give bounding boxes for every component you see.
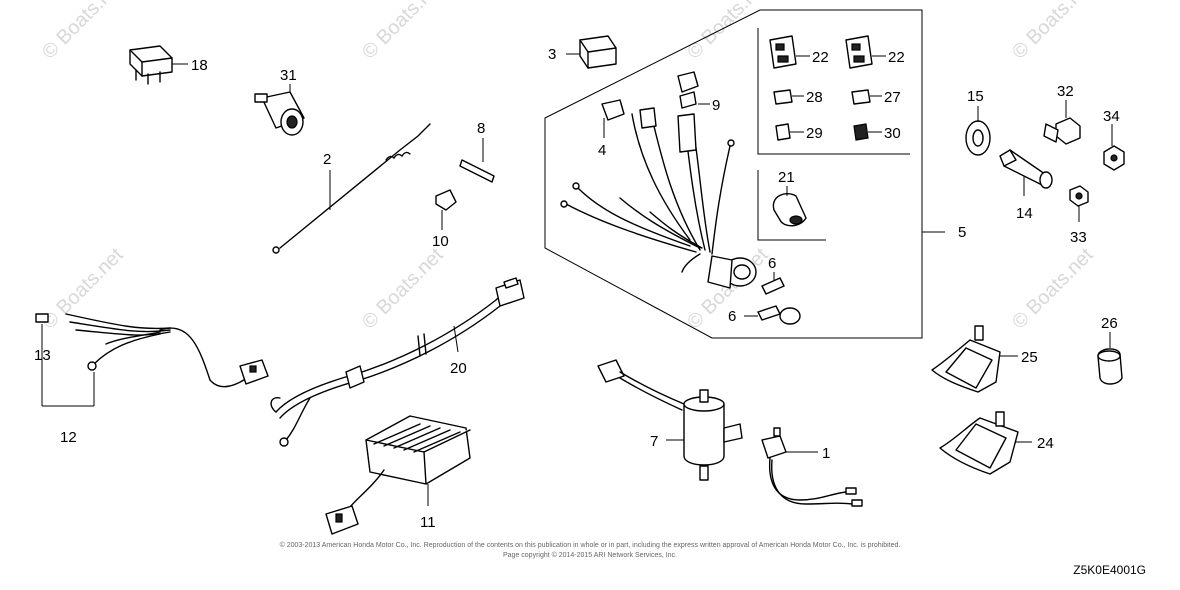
callout-9: 9 (712, 97, 720, 114)
part-11-regulator[interactable]: 11 (325, 415, 471, 535)
callout-22a: 22 (812, 49, 829, 66)
part-34-nut[interactable]: 34 (1103, 108, 1125, 171)
callout-32: 32 (1057, 83, 1074, 100)
part-2-cable[interactable]: 2 (272, 123, 431, 254)
callout-24: 24 (1037, 435, 1054, 452)
callout-25: 25 (1021, 349, 1038, 366)
callout-33: 33 (1070, 229, 1087, 246)
part-25-mount[interactable]: 25 (931, 325, 1038, 393)
callout-7: 7 (650, 433, 658, 450)
part-5-harness-assembly[interactable]: 5 4 9 6 (544, 9, 966, 339)
callout-13: 13 (34, 347, 51, 364)
callout-11: 11 (420, 514, 436, 531)
callout-29: 29 (806, 125, 823, 142)
part-14-oil-switch[interactable]: 14 (999, 149, 1053, 222)
part-18-relay[interactable]: 18 (129, 45, 208, 85)
callout-14: 14 (1016, 205, 1033, 222)
callout-5: 5 (958, 224, 966, 241)
callout-10: 10 (432, 233, 449, 250)
callout-20: 20 (450, 360, 467, 377)
watermark: © Boats.net (38, 0, 128, 64)
watermark: © Boats.net (358, 0, 448, 64)
callout-26: 26 (1101, 315, 1118, 332)
callout-4: 4 (598, 142, 606, 159)
part-24-mount[interactable]: 24 (939, 411, 1054, 475)
diagram-code: Z5K0E4001G (1073, 563, 1146, 577)
callout-8: 8 (477, 120, 485, 137)
part-3-relay[interactable]: 3 (548, 35, 617, 69)
part-33-nut[interactable]: 33 (1069, 185, 1089, 246)
callout-21: 21 (778, 169, 795, 186)
callout-3: 3 (548, 46, 556, 63)
part-15-washer[interactable]: 15 (965, 88, 991, 156)
callout-2: 2 (323, 151, 331, 168)
callout-15: 15 (967, 88, 984, 105)
watermark: © Boats.net (683, 0, 773, 64)
part-32-bolt[interactable]: 32 (1043, 83, 1081, 145)
part-12-harness[interactable]: 13 12 (34, 313, 269, 446)
part-8-pin[interactable]: 8 (459, 120, 495, 183)
copyright-notice: © 2003-2013 American Honda Motor Co., In… (279, 542, 901, 549)
part-10-clip[interactable]: 10 (432, 189, 457, 250)
callout-22b: 22 (888, 49, 905, 66)
part-7-pump[interactable]: 7 (597, 359, 743, 481)
callout-27: 27 (884, 89, 901, 106)
part-26-cap[interactable]: 26 (1097, 315, 1123, 385)
callout-6b: 6 (728, 308, 736, 325)
callout-1: 1 (822, 445, 830, 462)
callout-12: 12 (60, 429, 77, 446)
part-1-sensor[interactable]: 1 (761, 427, 863, 507)
watermark: © Boats.net (1008, 244, 1098, 334)
callout-6a: 6 (768, 255, 776, 272)
part-20-harness[interactable]: 20 (270, 277, 525, 447)
copyright-page: Page copyright © 2014-2015 ARI Network S… (502, 552, 678, 559)
callout-34: 34 (1103, 108, 1120, 125)
callout-31: 31 (280, 67, 297, 84)
part-31-solenoid[interactable]: 31 (254, 67, 305, 136)
watermark: © Boats.net (1008, 0, 1098, 64)
callout-30: 30 (884, 125, 901, 142)
callout-18: 18 (191, 57, 208, 74)
watermark: © Boats.net (38, 244, 128, 334)
watermarks: © Boats.net © Boats.net © Boats.net © Bo… (38, 0, 1098, 334)
watermark: © Boats.net (358, 244, 448, 334)
callout-28: 28 (806, 89, 823, 106)
